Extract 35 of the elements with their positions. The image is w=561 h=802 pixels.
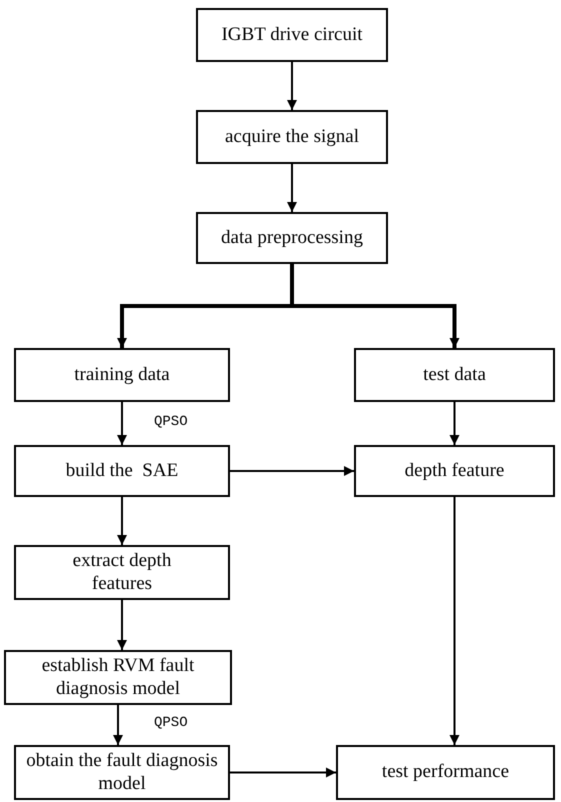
arrow — [230, 466, 354, 476]
box-text: extract depth features — [72, 550, 172, 596]
arrow — [290, 264, 460, 348]
process-box — [4, 650, 232, 705]
process-box — [14, 445, 230, 497]
arrow — [117, 497, 127, 545]
arrow — [450, 402, 460, 445]
process-box — [354, 445, 555, 497]
process-box — [196, 8, 388, 62]
arrow — [230, 768, 336, 778]
box-text: data preprocessing — [221, 226, 363, 250]
process-box — [354, 348, 555, 402]
process-box — [14, 745, 230, 800]
process-box — [14, 348, 230, 402]
box-text: training data — [74, 364, 170, 386]
box-text: depth feature — [404, 460, 504, 482]
box-text: IGBT drive circuit — [221, 24, 363, 46]
box-text: build the SAE — [66, 460, 178, 482]
process-box — [196, 212, 388, 264]
box-text: acquire the signal — [224, 126, 359, 148]
box-text: test performance — [382, 761, 510, 784]
arrow — [287, 164, 297, 212]
arrow — [450, 497, 460, 745]
box-text: obtain the fault diagnosis model — [25, 750, 219, 796]
arrow — [287, 62, 297, 110]
box-text: test data — [423, 364, 486, 386]
process-box — [336, 745, 555, 800]
arrow — [113, 705, 123, 745]
edge-label: QPSO — [152, 414, 190, 430]
edge-label: QPSO — [152, 715, 190, 731]
arrow — [117, 402, 127, 445]
process-box — [14, 545, 230, 600]
box-text: establish RVM fault diagnosis model — [40, 654, 196, 700]
arrow — [117, 600, 127, 650]
process-box — [196, 110, 388, 164]
